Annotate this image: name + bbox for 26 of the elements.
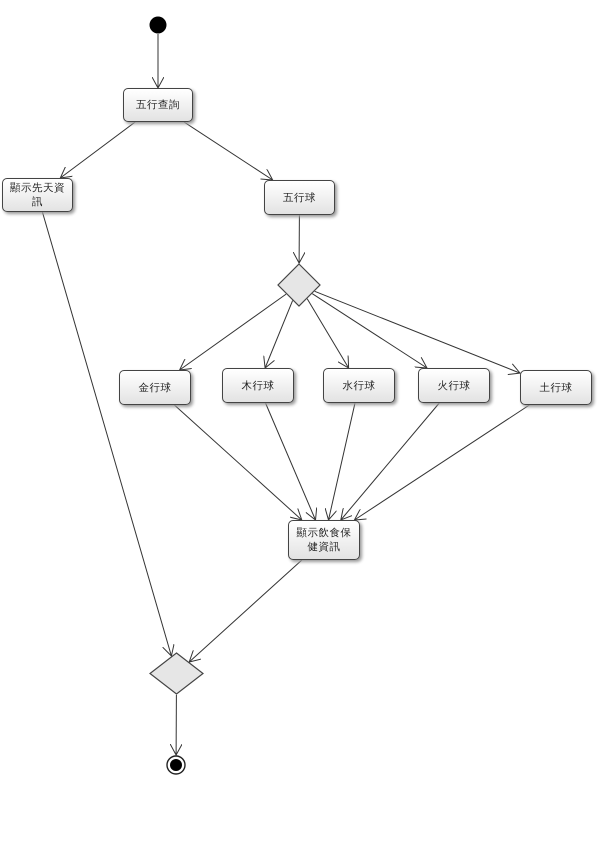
arrow (306, 298, 350, 368)
arrow (152, 34, 164, 88)
action-box: 木行球 (222, 368, 294, 403)
arrow (170, 694, 183, 756)
arrow (265, 402, 318, 520)
action-box: 顯示先天資訊 (2, 178, 73, 212)
action-box: 顯示飲食保健資訊 (288, 520, 360, 560)
arrow (60, 122, 136, 178)
action-box: 五行查詢 (123, 88, 193, 122)
arrow (314, 290, 520, 376)
action-box: 水行球 (323, 368, 395, 403)
arrow (179, 294, 287, 370)
arrow (174, 404, 302, 520)
action-box: 土行球 (520, 370, 592, 405)
arrow (188, 560, 302, 662)
arrow (292, 214, 306, 264)
action-box: 火行球 (418, 368, 490, 403)
arrow (340, 402, 440, 520)
arrow (263, 300, 294, 368)
action-box: 五行球 (264, 180, 335, 215)
arrow (42, 212, 175, 656)
action-box: 金行球 (119, 370, 191, 405)
arrow (354, 404, 530, 520)
arrow (312, 293, 428, 368)
arrow (324, 402, 356, 520)
arrow (184, 122, 274, 180)
